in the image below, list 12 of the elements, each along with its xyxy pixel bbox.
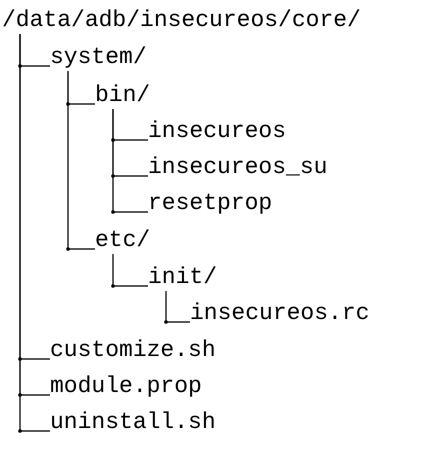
path-label: insecureos — [148, 117, 286, 145]
path-label: module.prop — [50, 372, 202, 400]
path-label: system/ — [50, 43, 147, 71]
path-label: init/ — [148, 263, 218, 291]
path-label: /data/adb/insecureos/core/ — [2, 6, 361, 34]
path-label: insecureos_su — [148, 153, 328, 181]
path-label: resetprop — [148, 189, 272, 217]
path-label: insecureos.rc — [190, 299, 370, 327]
path-label: bin/ — [95, 81, 150, 109]
path-label: uninstall.sh — [50, 408, 216, 436]
path-label: customize.sh — [50, 336, 216, 364]
path-label: etc/ — [95, 226, 150, 254]
